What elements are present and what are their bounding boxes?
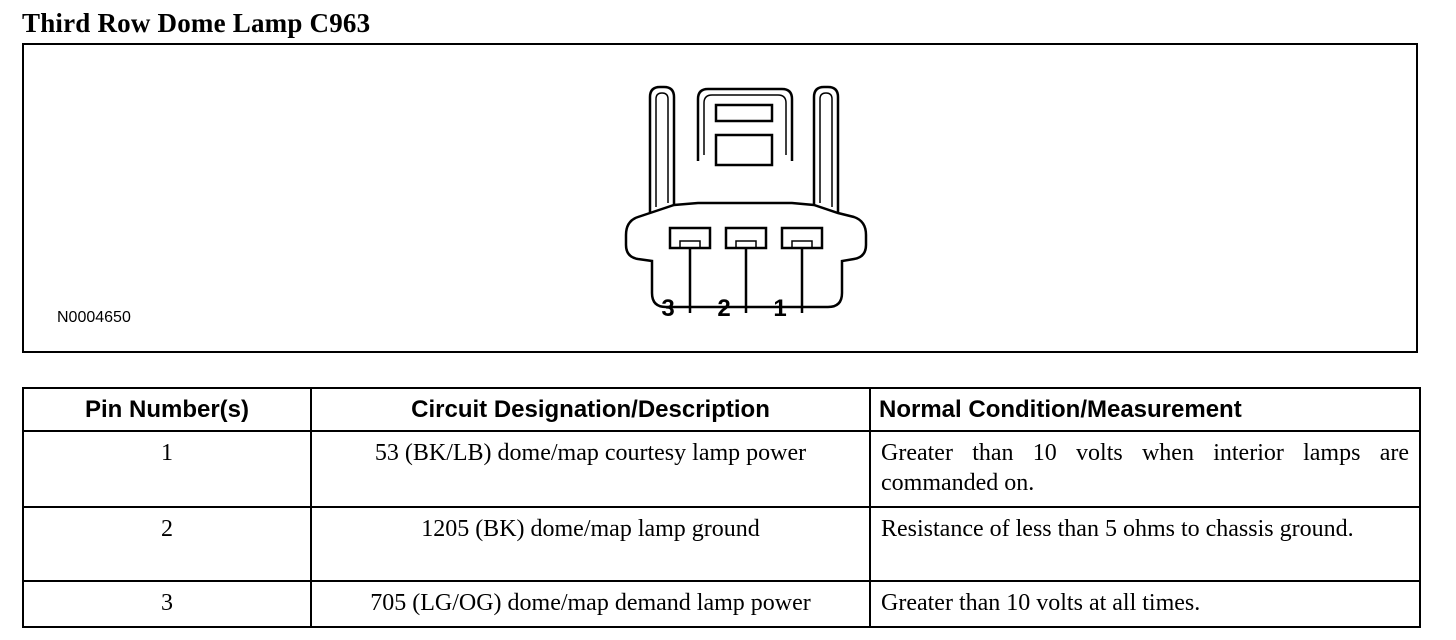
header-circuit-designation: Circuit Designation/Description <box>310 387 871 432</box>
center-latch <box>696 87 794 161</box>
connector-figure: 3 2 1 N0004650 <box>22 43 1418 353</box>
pin-number-cell: 2 <box>22 506 312 582</box>
pin-label-2: 2 <box>717 295 731 322</box>
pin-label-1: 1 <box>773 295 787 322</box>
circuit-cell: 1205 (BK) dome/map lamp ground <box>310 506 871 582</box>
pin-cavity-3 <box>668 226 712 313</box>
table-row: 2 1205 (BK) dome/map lamp ground Resista… <box>22 506 1421 582</box>
right-latch-tab <box>812 85 840 213</box>
circuit-cell: 53 (BK/LB) dome/map courtesy lamp power <box>310 430 871 508</box>
table-header-row: Pin Number(s) Circuit Designation/Descri… <box>22 387 1421 432</box>
pin-cavity-2 <box>724 226 768 313</box>
figure-id: N0004650 <box>57 309 131 326</box>
connector-face-diagram <box>624 85 868 313</box>
table-row: 3 705 (LG/OG) dome/map demand lamp power… <box>22 580 1421 628</box>
pin-table: Pin Number(s) Circuit Designation/Descri… <box>22 387 1421 628</box>
pin-number-cell: 1 <box>22 430 312 508</box>
condition-cell: Greater than 10 volts when interior lamp… <box>869 430 1421 508</box>
header-pin-numbers: Pin Number(s) <box>22 387 312 432</box>
pin-cavity-1 <box>780 226 824 313</box>
header-normal-condition: Normal Condition/Measurement <box>869 387 1421 432</box>
condition-cell: Resistance of less than 5 ohms to chassi… <box>869 506 1421 582</box>
pin-number-cell: 3 <box>22 580 312 628</box>
page-title: Third Row Dome Lamp C963 <box>22 8 371 38</box>
table-row: 1 53 (BK/LB) dome/map courtesy lamp powe… <box>22 430 1421 508</box>
circuit-cell: 705 (LG/OG) dome/map demand lamp power <box>310 580 871 628</box>
condition-cell: Greater than 10 volts at all times. <box>869 580 1421 628</box>
connector-body <box>624 201 868 309</box>
pin-label-3: 3 <box>661 295 675 322</box>
left-latch-tab <box>648 85 676 213</box>
